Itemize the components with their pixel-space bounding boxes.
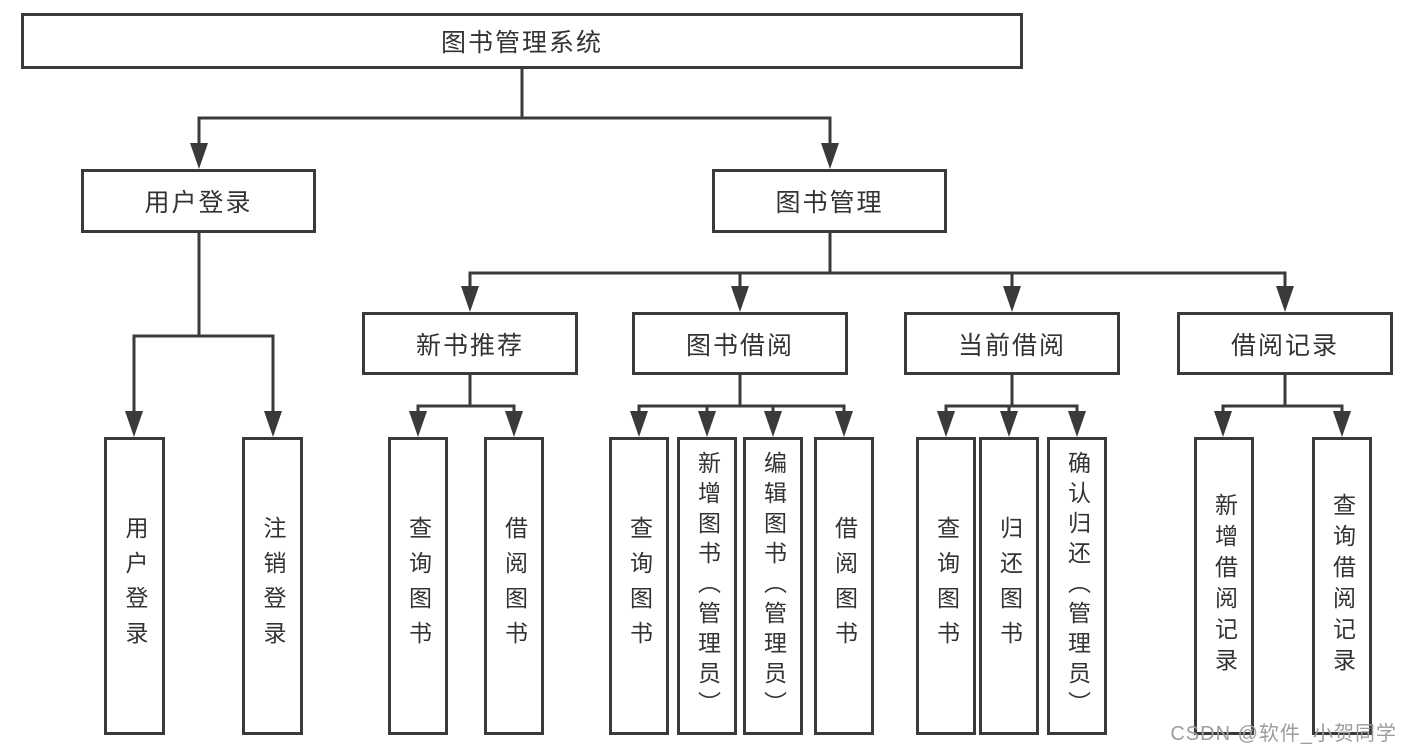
- node-current-borrow-label: 当前借阅: [957, 331, 1066, 360]
- node-confirm-return-admin-label: 确认归还（管理员）: [1064, 451, 1091, 721]
- node-edit-book-admin: 编辑图书（管理员）: [743, 437, 803, 735]
- node-return-book-label: 归还图书: [996, 516, 1023, 656]
- node-add-book-admin: 新增图书（管理员）: [677, 437, 737, 735]
- node-user-login-action-label: 用户登录: [122, 516, 148, 656]
- node-edit-book-admin-label: 编辑图书（管理员）: [760, 451, 787, 721]
- node-root: 图书管理系统: [21, 13, 1023, 69]
- node-recommend-search-book: 查询图书: [388, 437, 448, 735]
- node-current-search-book: 查询图书: [916, 437, 976, 735]
- node-book-management: 图书管理: [712, 169, 947, 233]
- node-book-borrow-label: 图书借阅: [685, 331, 794, 360]
- node-recommend-search-book-label: 查询图书: [405, 516, 432, 656]
- node-borrow-book: 借阅图书: [814, 437, 874, 735]
- node-search-borrow-record: 查询借阅记录: [1312, 437, 1372, 735]
- node-recommend-borrow-book: 借阅图书: [484, 437, 544, 735]
- node-add-borrow-record: 新增借阅记录: [1194, 437, 1254, 735]
- node-borrow-book-label: 借阅图书: [831, 516, 858, 656]
- node-root-label: 图书管理系统: [440, 29, 603, 57]
- csdn-watermark: CSDN @软件_小贺同学: [1170, 723, 1397, 745]
- arrowheads: [125, 143, 1351, 437]
- node-logout: 注销登录: [242, 437, 303, 735]
- node-borrow-search-book: 查询图书: [609, 437, 669, 735]
- node-new-book-recommend-label: 新书推荐: [415, 331, 524, 360]
- node-current-search-book-label: 查询图书: [933, 516, 960, 656]
- node-confirm-return-admin: 确认归还（管理员）: [1047, 437, 1107, 735]
- node-user-login-action: 用户登录: [104, 437, 165, 735]
- node-user-login: 用户登录: [81, 169, 316, 233]
- node-borrow-records: 借阅记录: [1177, 312, 1393, 375]
- node-user-login-label: 用户登录: [144, 189, 253, 217]
- node-recommend-borrow-book-label: 借阅图书: [501, 516, 528, 656]
- node-book-management-label: 图书管理: [775, 189, 884, 217]
- node-search-borrow-record-label: 查询借阅记录: [1329, 493, 1356, 679]
- node-current-borrow: 当前借阅: [904, 312, 1120, 375]
- node-logout-label: 注销登录: [260, 516, 286, 656]
- node-add-borrow-record-label: 新增借阅记录: [1211, 493, 1238, 679]
- node-add-book-admin-label: 新增图书（管理员）: [694, 451, 721, 721]
- node-new-book-recommend: 新书推荐: [362, 312, 578, 375]
- node-borrow-search-book-label: 查询图书: [626, 516, 653, 656]
- node-book-borrow: 图书借阅: [632, 312, 848, 375]
- node-borrow-records-label: 借阅记录: [1230, 331, 1339, 360]
- node-return-book: 归还图书: [979, 437, 1039, 735]
